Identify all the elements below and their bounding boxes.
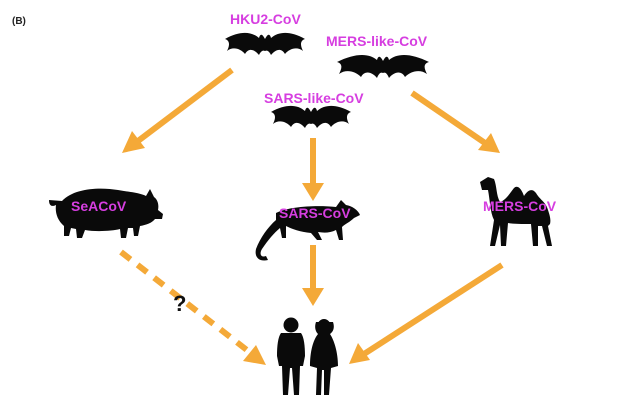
- woman-silhouette: [310, 319, 338, 395]
- bat-icon: [271, 105, 351, 128]
- question-mark: ?: [173, 291, 186, 316]
- arrow-civet-to-humans: [302, 245, 324, 306]
- panel-label: (B): [12, 16, 26, 27]
- label-seacov: SeACoV: [71, 198, 127, 214]
- camel-icon: [480, 177, 552, 246]
- label-sars-like-cov: SARS-like-CoV: [264, 90, 364, 106]
- civet-icon: [255, 200, 360, 261]
- bat-icon: [225, 32, 305, 55]
- bat-icon: [337, 54, 429, 78]
- label-hku2-cov: HKU2-CoV: [230, 11, 301, 27]
- arrow-hku2-to-pig: [122, 67, 234, 153]
- arrow-camel-to-humans: [349, 262, 504, 364]
- label-mers-like-cov: MERS-like-CoV: [326, 33, 428, 49]
- arrow-merslike-to-camel: [410, 90, 500, 153]
- label-sars-cov: SARS-CoV: [279, 205, 351, 221]
- humans-icon: [277, 317, 338, 395]
- arrow-sarslike-to-civet: [302, 138, 324, 201]
- label-mers-cov: MERS-CoV: [483, 198, 557, 214]
- man-silhouette: [277, 317, 305, 395]
- arrow-pig-to-humans-dashed: [119, 249, 266, 365]
- pig-icon: [49, 188, 163, 238]
